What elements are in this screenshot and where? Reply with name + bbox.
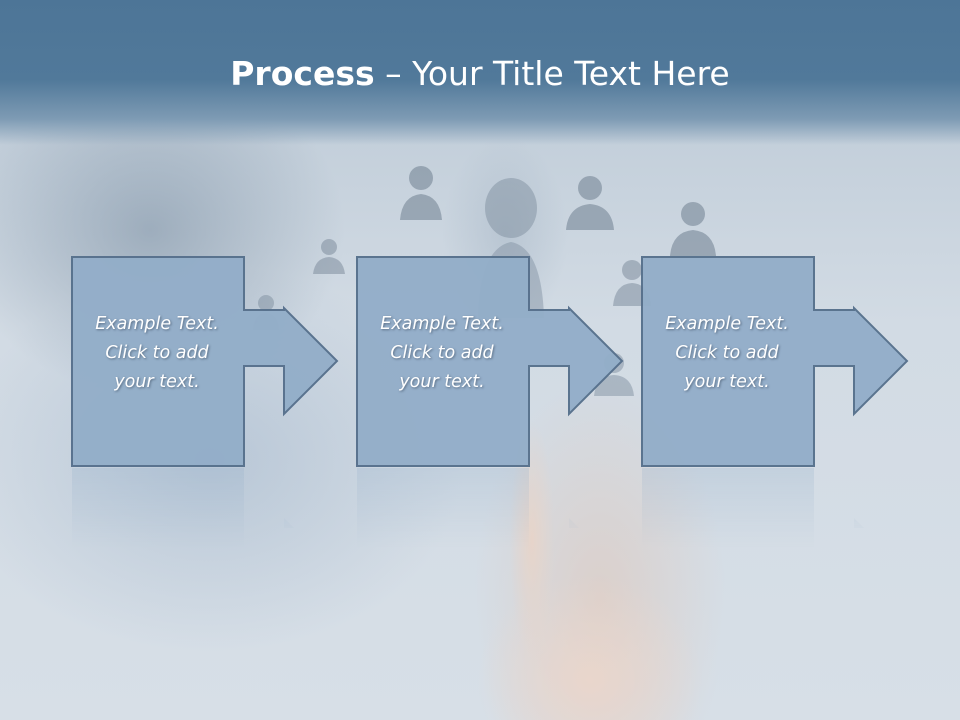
- process-step-1[interactable]: Example Text. Click to add your text.: [71, 256, 411, 468]
- person-icon: [398, 162, 444, 220]
- title-band: [0, 0, 960, 145]
- process-step-3[interactable]: Example Text. Click to add your text.: [641, 256, 960, 468]
- process-step-2[interactable]: Example Text. Click to add your text.: [356, 256, 696, 468]
- step-line-3: your text.: [684, 372, 770, 392]
- step-line-3: your text.: [114, 372, 200, 392]
- arrow-right-icon: [71, 256, 339, 467]
- arrow-right-icon: [356, 256, 624, 467]
- step-line-2: Click to add: [390, 343, 494, 363]
- title-bold: Process: [230, 54, 375, 93]
- step-text: Example Text. Click to add your text.: [641, 310, 813, 397]
- step-line-2: Click to add: [105, 343, 209, 363]
- arrow-right-icon: [641, 256, 909, 467]
- person-icon: [668, 198, 718, 256]
- step-line-1: Example Text.: [95, 314, 219, 334]
- step-reflection: [356, 468, 696, 548]
- step-reflection: [641, 468, 941, 548]
- step-text: Example Text. Click to add your text.: [356, 310, 528, 397]
- step-line-3: your text.: [399, 372, 485, 392]
- slide-title[interactable]: Process – Your Title Text Here: [0, 52, 960, 96]
- step-text: Example Text. Click to add your text.: [71, 310, 243, 397]
- step-reflection: [71, 468, 411, 548]
- person-icon: [564, 172, 616, 230]
- title-rest: – Your Title Text Here: [374, 54, 730, 93]
- person-icon: [312, 236, 346, 274]
- step-line-1: Example Text.: [380, 314, 504, 334]
- step-line-1: Example Text.: [665, 314, 789, 334]
- step-line-2: Click to add: [675, 343, 779, 363]
